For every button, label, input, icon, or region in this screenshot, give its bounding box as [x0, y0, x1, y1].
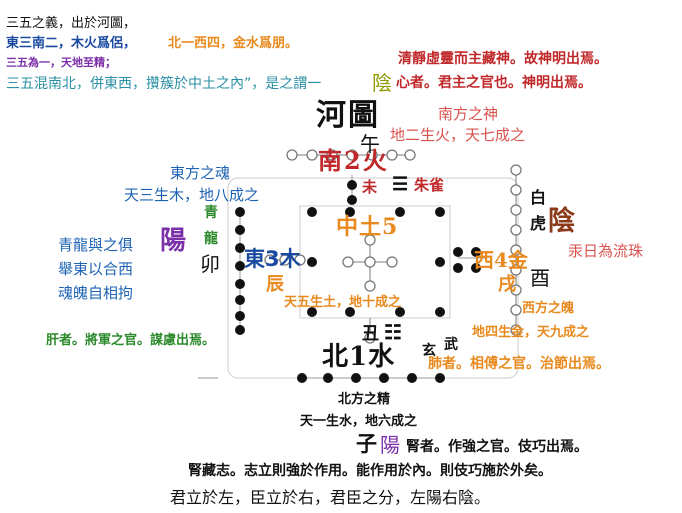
- west-tears: 汞日為流珠: [568, 242, 644, 260]
- center-label: 中土5: [336, 214, 399, 240]
- south-label: 南2火: [318, 146, 389, 175]
- west-desc: 地四生金，天九成之: [472, 325, 590, 340]
- heart-line-2: 心者。君主之官也。神明出焉。: [396, 75, 592, 91]
- east-label: 東3木: [244, 247, 301, 271]
- bottom-line: 君立於左，臣立於右，君臣之分，左陽右陰。: [170, 488, 491, 507]
- heart-line-1: 清靜虛靈而主藏神。故神明出焉。: [398, 51, 608, 67]
- north-one-dot: [364, 318, 376, 344]
- lung-text: 肺者。相傅之官。治節出焉。: [428, 356, 610, 372]
- north-desc: 天一生水，地六成之: [300, 414, 418, 429]
- heart-yin: 陰: [372, 71, 392, 95]
- north-six-dots: [297, 373, 445, 383]
- verse-line-2b: 北一西四，金水爲朋。: [168, 36, 299, 51]
- verse-line-4: 三五混南北，併東西，攢簇於中土之內”，是之謂一: [6, 76, 322, 92]
- verse-line-2a: 東三南二，木火爲侶，: [6, 36, 137, 51]
- west-four-dots: [453, 247, 486, 273]
- east-desc: 天三生木，地八成之: [124, 186, 260, 204]
- west-yin: 陰: [548, 206, 575, 237]
- west-hu: 虎: [530, 214, 547, 233]
- north-yang: 陽: [380, 433, 400, 457]
- verse-line-3: 三五為一，天地至精；: [6, 56, 116, 69]
- center-desc: 天五生土，地十成之: [284, 295, 402, 310]
- verse-line-1: 三五之義，出於河圖，: [6, 16, 137, 31]
- diagram-title: 河圖: [316, 98, 380, 133]
- east-qing: 青: [204, 205, 218, 221]
- east-eight-dots: [235, 207, 245, 335]
- east-three-dots: [264, 254, 306, 266]
- north-spirit: 北方之精: [338, 392, 391, 407]
- west-xu: 戌: [498, 274, 516, 295]
- east-note-3: 魂魄自相拘: [58, 284, 134, 302]
- east-long: 龍: [204, 231, 218, 247]
- liver-text: 肝者。將軍之官。謀慮出焉。: [46, 333, 216, 348]
- east-note-1: 青龍與之俱: [58, 236, 134, 254]
- south-two-dots: [347, 175, 357, 205]
- south-desc: 地二生火，天七成之: [390, 126, 526, 144]
- west-bai: 白: [530, 188, 547, 207]
- west-nine-dots: [510, 164, 522, 336]
- north-label: 北1水: [322, 342, 396, 372]
- south-wu: 午: [360, 132, 380, 156]
- north-xuan: 玄: [422, 343, 436, 359]
- east-note-2: 舉東以合西: [58, 260, 134, 278]
- east-chen: 辰: [266, 274, 284, 295]
- west-you: 酉: [530, 266, 550, 290]
- west-label: 西4金: [474, 248, 528, 272]
- east-spirit: 東方之魂: [170, 164, 231, 182]
- east-mao: 卯: [200, 252, 220, 276]
- center-five-dots: [342, 234, 398, 292]
- north-wu: 武: [444, 337, 458, 353]
- north-zi: 子: [356, 431, 377, 456]
- south-bird: 朱雀: [414, 176, 445, 194]
- east-yang: 陽: [160, 226, 187, 256]
- kidney-text: 腎者。作強之官。伎巧出焉。: [406, 439, 588, 455]
- south-spirit: 南方之神: [438, 105, 499, 123]
- south-wei: 未: [362, 178, 378, 196]
- south-trigram: ☰: [392, 174, 409, 195]
- south-seven-dots: [286, 149, 416, 161]
- west-spirit: 西方之魄: [522, 301, 575, 316]
- center-ten-dots: [307, 207, 445, 317]
- kidney-text-2: 腎藏志。志立則強於作用。能作用於內。則伎巧施於外矣。: [188, 463, 552, 479]
- north-trigram: ☷: [384, 320, 402, 344]
- north-chou: 丑: [362, 324, 379, 344]
